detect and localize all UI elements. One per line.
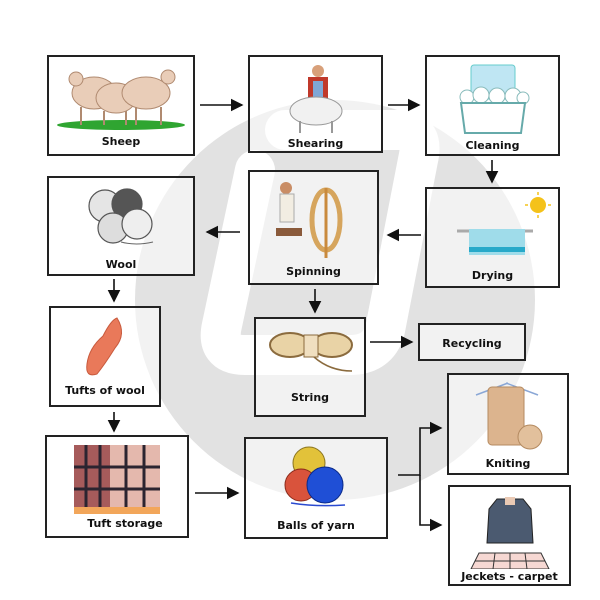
node-tufts-of-wool: Tufts of wool xyxy=(49,306,161,407)
knitting-illustration xyxy=(475,382,543,450)
node-sheep: Sheep xyxy=(47,55,195,156)
node-label: Spinning xyxy=(286,265,341,278)
wool-skein-illustration xyxy=(86,317,122,376)
rope-coil-illustration xyxy=(269,332,353,372)
arrow-yarn-knitting xyxy=(398,421,443,476)
node-label: Jeckets - carpet xyxy=(461,570,558,583)
node-shearing: Shearing xyxy=(248,55,383,153)
node-string: String xyxy=(254,317,366,417)
jacket-carpet-illustration xyxy=(469,497,550,569)
node-label: Sheep xyxy=(101,135,141,148)
spinning-wheel-illustration xyxy=(275,182,342,258)
node-label: Balls of yarn xyxy=(277,519,355,532)
node-drying: Drying xyxy=(425,187,560,288)
node-label: Cleaning xyxy=(465,139,520,152)
node-label: String xyxy=(290,391,330,404)
node-label: Tuft storage xyxy=(87,517,163,530)
node-spinning: Spinning xyxy=(248,170,379,285)
node-label: Shearing xyxy=(287,137,344,150)
node-knitting: Kniting xyxy=(447,373,569,475)
node-label: Recycling xyxy=(442,337,502,350)
node-jackets-carpet: Jeckets - carpet xyxy=(448,485,571,586)
node-recycling: Recycling xyxy=(418,323,526,361)
node-label: Wool xyxy=(105,258,137,271)
pallet-boxes-illustration xyxy=(74,445,160,514)
node-label: Kniting xyxy=(485,457,531,470)
shearing-illustration xyxy=(289,65,342,133)
sheep-illustration xyxy=(57,69,185,130)
node-label: Tufts of wool xyxy=(65,384,145,397)
arrow-yarn-jackets xyxy=(419,475,443,532)
node-wool: Wool xyxy=(47,176,195,276)
node-label: Drying xyxy=(471,269,514,282)
wool-balls-illustration xyxy=(88,188,154,245)
node-balls-of-yarn: Balls of yarn xyxy=(244,437,388,539)
towel-sun-illustration xyxy=(457,192,551,255)
washbasin-icon xyxy=(459,64,529,134)
node-cleaning: Cleaning xyxy=(425,55,560,156)
yarn-balls-illustration xyxy=(284,446,346,507)
node-tuft-storage: Tuft storage xyxy=(45,435,189,538)
